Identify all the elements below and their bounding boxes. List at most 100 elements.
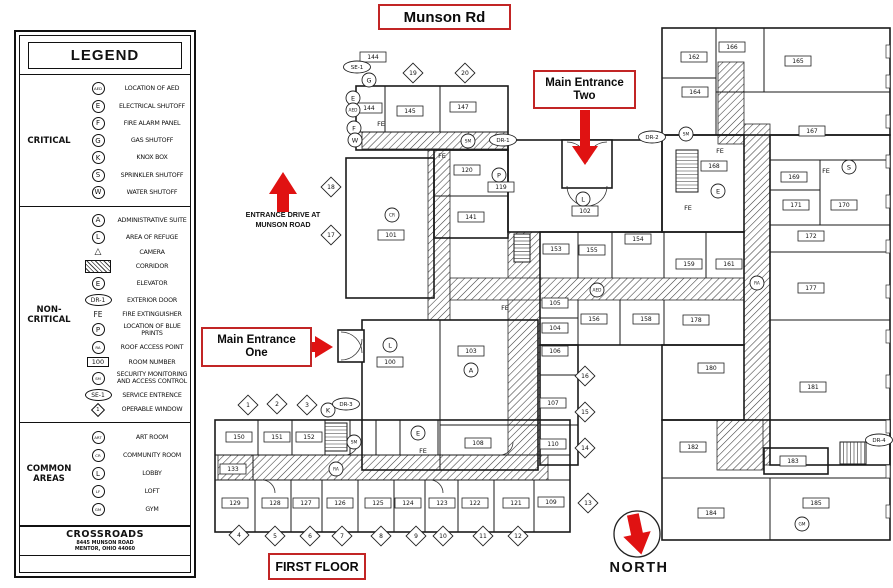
legend-item-label: SERVICE ENTRENCE	[122, 391, 182, 399]
window-number: 18	[327, 184, 335, 191]
room-number: 162	[688, 54, 700, 61]
room-number: 124	[402, 500, 414, 507]
legend-symbol-circle: S	[91, 168, 105, 182]
room-168	[700, 160, 728, 172]
window-2	[266, 393, 288, 415]
wall	[345, 157, 435, 299]
window-tick	[885, 44, 891, 59]
room-126	[326, 497, 354, 509]
legend-symbol-cell: F	[80, 116, 116, 130]
room-number: 153	[550, 246, 562, 253]
corridor-hatch	[427, 148, 451, 321]
room-181	[799, 381, 827, 393]
window-number: 9	[414, 533, 418, 540]
main-entrance-one-line2: One	[245, 347, 268, 359]
room-number: 102	[579, 208, 591, 215]
corridor-hatch	[716, 419, 764, 471]
legend-symbol-cell: ART	[80, 431, 116, 444]
symbol-label: L	[388, 341, 392, 349]
room-number: 169	[788, 174, 800, 181]
legend-item-label: ROOF ACCESS POINT	[120, 343, 184, 351]
room-number: 159	[683, 261, 695, 268]
legend-footer-city: MENTOR, OHIO 44060	[74, 546, 136, 552]
room-107	[539, 397, 567, 409]
room-number: 178	[690, 317, 702, 324]
window-number: 7	[340, 533, 344, 540]
room-177	[797, 282, 825, 294]
legend-item-label: WATER SHUTOFF	[126, 188, 178, 196]
entrance-drive-arrow	[269, 172, 297, 212]
room-number: 184	[705, 510, 717, 517]
legend-item-label: LOCATION OF BLUE PRINTS	[123, 322, 181, 337]
legend-symbol-cell: 100	[80, 357, 116, 368]
room-number: 122	[469, 500, 481, 507]
munson-rd-label: Munson Rd	[378, 4, 511, 30]
room-127	[292, 497, 320, 509]
symbol-e	[710, 183, 726, 199]
legend-item-label: AREA OF REFUGE	[125, 233, 179, 241]
legend-item-label: GAS SHUTOFF	[130, 137, 174, 144]
room-178	[682, 314, 710, 326]
room-number: 165	[792, 58, 804, 65]
legend-item-label: SPRINKLER SHUTOFF	[120, 171, 184, 179]
window-number: 13	[584, 500, 592, 507]
legend-item-label: LOCATION OF AED	[124, 85, 180, 93]
room-number: 107	[547, 400, 559, 407]
window-6	[299, 525, 321, 547]
room-number: 181	[807, 384, 819, 391]
room-170	[830, 199, 858, 211]
legend-item-label: OPERABLE WINDOW	[121, 406, 183, 414]
symbol-aed	[345, 102, 361, 118]
room-number: 151	[271, 434, 283, 441]
main-entrance-two-label: Main Entrance Two	[533, 70, 636, 109]
first-floor-text: FIRST FLOOR	[275, 559, 359, 574]
window-3	[296, 394, 318, 416]
room-166	[718, 41, 746, 53]
legend-symbol-cell: W	[80, 185, 116, 199]
room-number: 161	[723, 261, 735, 268]
main-entrance-one-line1: Main Entrance	[217, 334, 296, 346]
symbol-k	[320, 402, 336, 418]
window-tick	[885, 504, 891, 519]
legend-symbol-circle: SM	[91, 371, 105, 385]
fire-extinguisher-label: FE	[716, 147, 724, 155]
room-159	[675, 258, 703, 270]
fire-extinguisher-label: FE	[684, 204, 692, 212]
legend-symbol-diamond: 1	[90, 402, 106, 418]
legend-item: S SPRINKLER SHUTOFF	[80, 168, 188, 182]
legend-symbol-circle: G	[91, 134, 105, 147]
room-110	[539, 438, 567, 450]
wall	[769, 134, 891, 466]
room-number: 147	[457, 104, 469, 111]
symbol-cr	[384, 207, 400, 223]
legend-item-label: KNOX BOX	[136, 154, 168, 162]
room-124	[394, 497, 422, 509]
entrance-drive-label: MUNSON ROAD	[255, 220, 310, 229]
legend-symbol-cell: SE-1	[80, 389, 116, 402]
legend-symbol-cell: GM	[80, 503, 116, 516]
window-tick	[885, 464, 891, 479]
room-number: 164	[689, 89, 701, 96]
legend-symbol-box: 100	[87, 357, 109, 368]
room-number: 123	[436, 500, 448, 507]
legend-item-label: LOBBY	[142, 470, 162, 477]
room-number: 170	[838, 202, 850, 209]
legend-symbol-circle: ART	[91, 431, 105, 444]
legend-item-label: COMMUNITY ROOM	[122, 452, 181, 459]
legend-symbol-circle: RA	[91, 340, 105, 354]
room-101	[377, 229, 405, 241]
room-number: 125	[372, 500, 384, 507]
room-152	[295, 431, 323, 443]
wall	[539, 231, 745, 346]
room-number: 158	[640, 316, 652, 323]
munson-rd-text: Munson Rd	[403, 8, 486, 26]
legend-symbol-circle: P	[91, 323, 105, 337]
